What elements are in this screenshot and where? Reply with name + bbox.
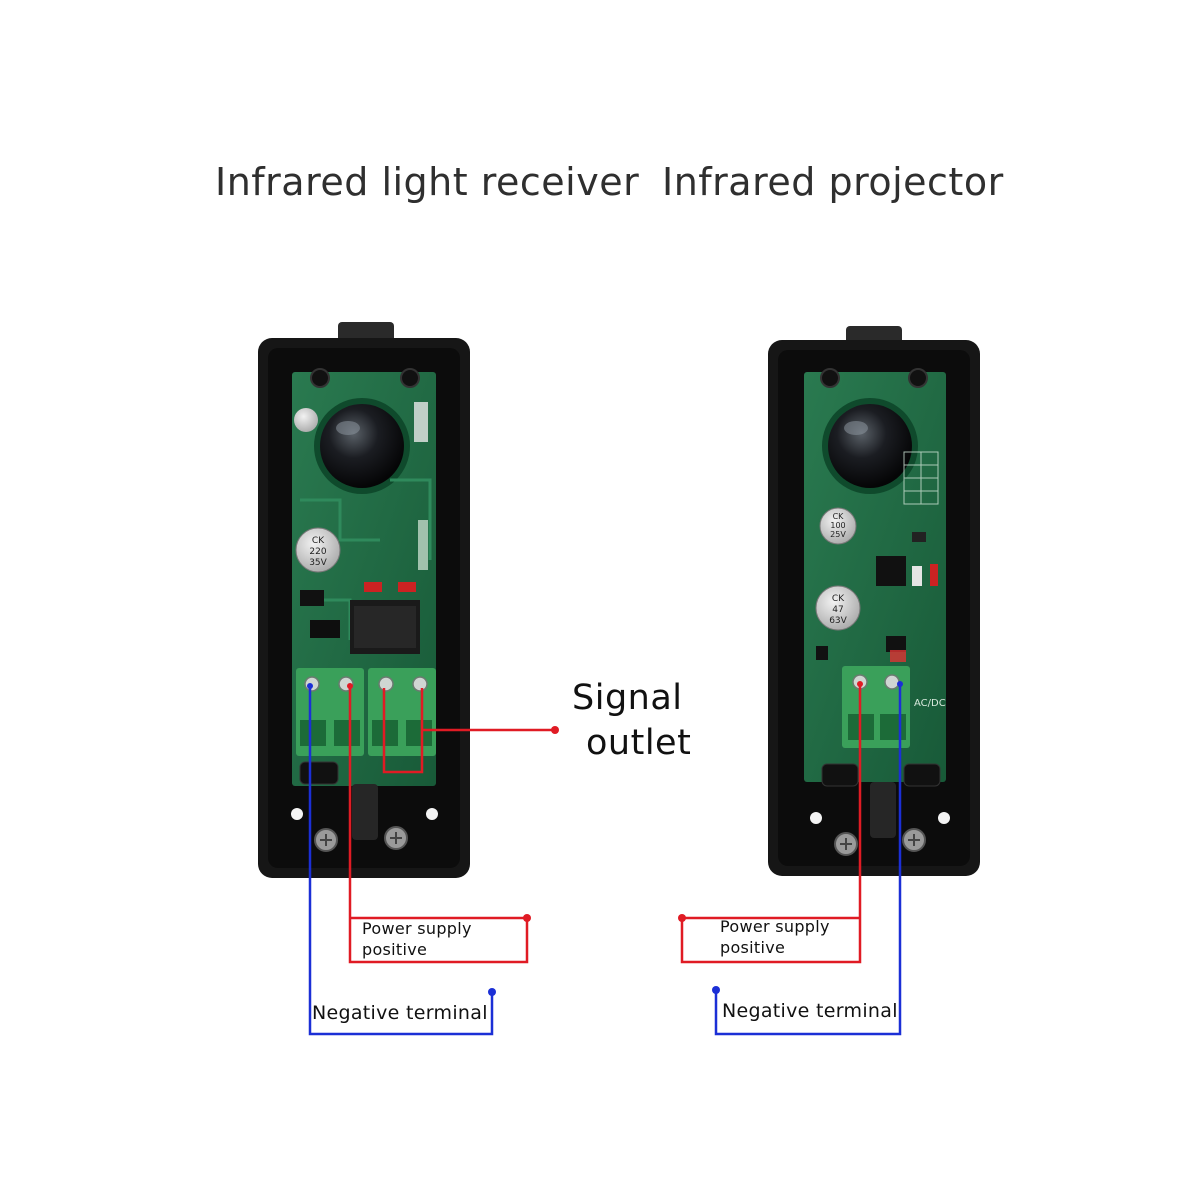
receiver-title: Infrared light receiver [215,160,640,204]
receiver-power-line1: Power supply [362,919,472,938]
acdc-mark: AC/DC [914,698,946,709]
signal-outlet-label: Signal outlet [572,676,691,766]
projector-power-label: Power supply positive [720,916,830,958]
cap-large-label-3: 63V [829,616,847,626]
receiver-capacitor: CK 220 35V [295,527,341,573]
cap-label-3: 35V [309,558,327,568]
projector-capacitor-large: CK 47 63V [815,585,861,631]
projector-power-line1: Power supply [720,917,830,936]
projector-negative-wire [714,684,902,1036]
projector-unit: CK 100 25V CK 47 63V AC/DC [768,326,980,876]
projector-capacitor-small: CK 100 25V [819,507,857,545]
cap-large-label-1: CK [832,594,845,604]
cap-large-label-2: 47 [832,605,843,615]
projector-power-line2: positive [720,938,786,957]
receiver-power-label: Power supply positive [362,918,472,960]
cap-label-2: 220 [309,547,326,557]
projector-ic [876,556,906,586]
cap-small-label-2: 100 [830,521,845,530]
receiver-negative-label: Negative terminal [312,1002,488,1024]
signal-outlet-line2: outlet [586,723,692,763]
cap-small-label-1: CK [833,512,845,521]
receiver-positive-wire [348,686,529,964]
receiver-negative-wire [308,686,494,1036]
projector-title: Infrared projector [662,160,1004,204]
projector-lens [828,404,912,488]
receiver-lens [320,404,404,488]
cap-label-1: CK [312,536,325,546]
projector-negative-label: Negative terminal [722,1000,898,1022]
signal-outlet-line1: Signal [572,678,683,718]
signal-outlet-wire [382,688,555,774]
receiver-power-line2: positive [362,940,428,959]
projector-positive-wire [680,684,862,964]
receiver-unit: CK 220 35V [258,322,470,878]
cap-small-label-3: 25V [830,530,846,539]
